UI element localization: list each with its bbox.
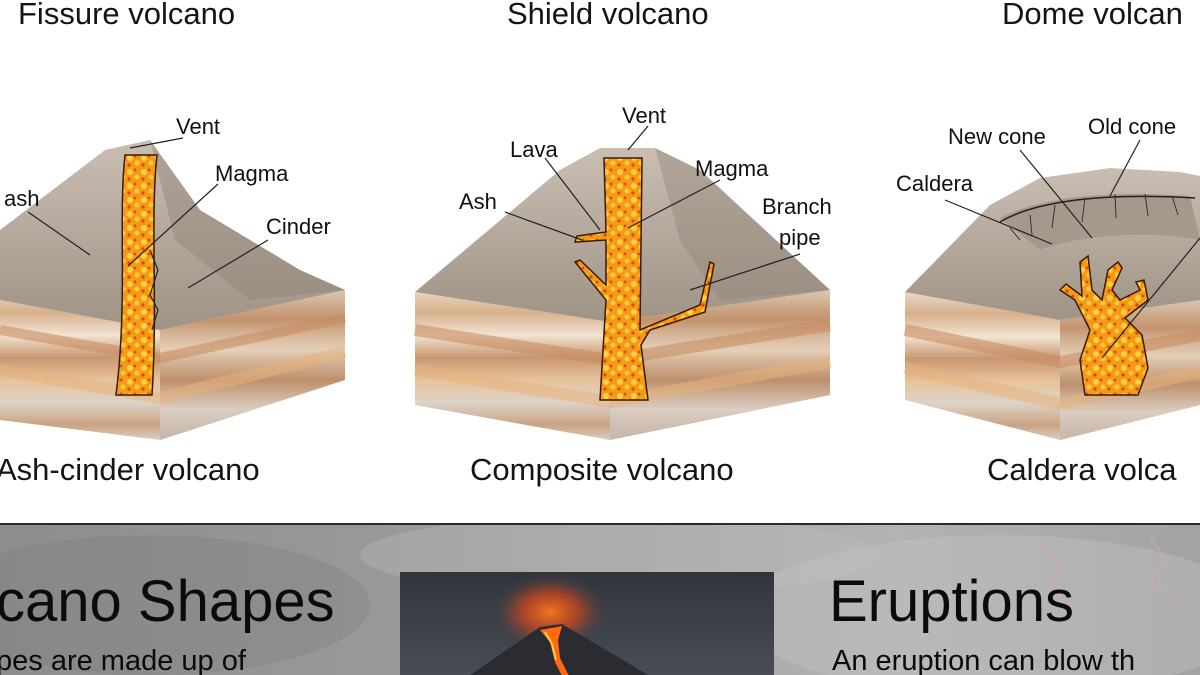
label-lava: Lava — [510, 137, 558, 162]
caption-ash-cinder-volcano: Ash-cinder volcano — [0, 452, 260, 487]
ash-cinder-volcano-illustration: Vent Magma ash Cinder — [0, 114, 347, 440]
label-pipe: pipe — [779, 225, 821, 250]
background-texture — [0, 525, 1200, 675]
volcano-types-diagram: Vent Magma ash Cinder Vent Lava Magma As… — [0, 103, 1200, 440]
label-branch: Branch — [762, 194, 832, 219]
heading-dome-volcano: Dome volcan — [1002, 0, 1183, 31]
eruptions-title: Eruptions — [829, 569, 1075, 634]
eruptions-text: An eruption can blow th — [832, 645, 1136, 675]
caption-caldera-volcano: Caldera volca — [987, 452, 1177, 487]
composite-volcano-illustration: Vent Lava Magma Ash Branch pipe — [414, 103, 832, 440]
caldera-volcano-illustration: New cone Old cone Caldera — [896, 114, 1200, 440]
label-vent: Vent — [176, 114, 220, 139]
label-caldera: Caldera — [896, 171, 974, 196]
label-new-cone: New cone — [948, 124, 1046, 149]
heading-shield-volcano: Shield volcano — [507, 0, 709, 31]
caption-composite-volcano: Composite volcano — [470, 452, 734, 487]
volcano-diagram-panel: Vent Magma ash Cinder Vent Lava Magma As… — [0, 0, 1200, 487]
volcano-shapes-title: cano Shapes — [0, 569, 335, 634]
volcano-photo-illustration — [400, 572, 774, 675]
info-panel: cano Shapes pes are made up of Eruptio — [0, 525, 1200, 675]
erupting-volcano-photo — [400, 572, 774, 675]
label-cinder: Cinder — [266, 214, 331, 239]
heading-fissure-volcano: Fissure volcano — [18, 0, 236, 31]
label-ash: Ash — [459, 189, 497, 214]
label-old-cone: Old cone — [1088, 114, 1176, 139]
label-magma: Magma — [695, 156, 769, 181]
section-divider — [0, 523, 1200, 525]
volcano-shapes-text: pes are made up of — [0, 645, 246, 675]
label-magma: Magma — [215, 161, 289, 186]
label-ash: ash — [4, 186, 39, 211]
label-vent: Vent — [622, 103, 666, 128]
